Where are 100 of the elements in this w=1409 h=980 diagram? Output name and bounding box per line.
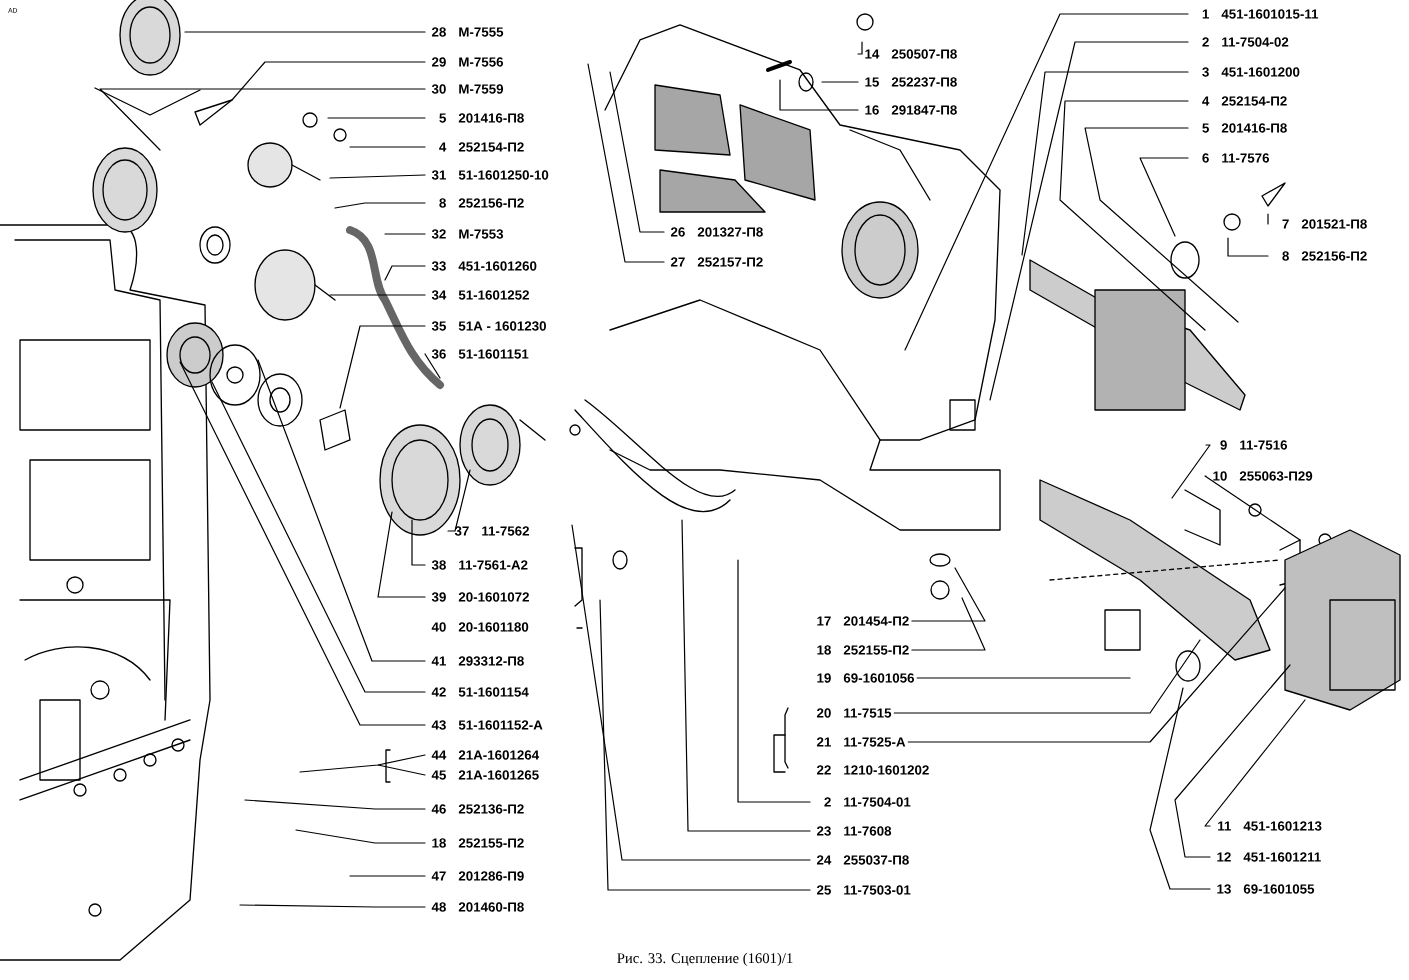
figure-caption: Рис. 33. Сцепление (1601)/1	[617, 952, 793, 967]
callout-label: 48 201460-П8	[431, 902, 524, 912]
leader-line	[916, 677, 1131, 679]
leader-line	[211, 381, 426, 693]
leader-line	[911, 567, 986, 622]
callout-label: 37 11-7562	[454, 526, 529, 536]
callout-label: 32 М-7553	[431, 229, 504, 239]
leader-line	[349, 146, 426, 148]
leader-line	[349, 875, 426, 877]
callout-label: 19 69-1601056	[817, 673, 915, 683]
leader-line	[609, 71, 665, 233]
callout-label: 18 252155-П2	[432, 838, 524, 848]
leader-line	[681, 519, 811, 832]
callout-label: 18 252155-П2	[817, 645, 909, 655]
leader-line	[257, 359, 426, 662]
leader-line	[384, 233, 426, 235]
callout-label: 26 201327-П8	[670, 227, 763, 237]
callout-label: 2 11-7504-02	[1202, 37, 1289, 47]
leader-line	[384, 265, 426, 281]
callout-label: 9 11-7516	[1220, 440, 1288, 450]
leader-line	[1059, 100, 1206, 331]
leader-line	[184, 31, 426, 33]
leader-line	[1021, 71, 1189, 256]
leader-line	[447, 469, 471, 532]
callout-label: 30 М-7559	[431, 84, 504, 94]
callout-label: 38 11-7561-А2	[431, 560, 528, 570]
callout-label: 20 11-7515	[816, 708, 892, 718]
callout-label: 5 201416-П8	[1202, 123, 1287, 133]
callout-label: 47 201286-П9	[431, 871, 524, 881]
callout-label: 1 451-1601015-11	[1202, 9, 1319, 19]
callout-label: 14 250507-П8	[865, 49, 957, 59]
leader-line	[377, 511, 426, 598]
leader-line	[737, 559, 811, 803]
callout-label: 16 291847-П8	[865, 105, 957, 115]
leader-line	[239, 904, 426, 908]
leader-line	[1204, 699, 1306, 827]
leader-line	[411, 519, 426, 566]
leader-line	[1204, 475, 1301, 541]
callout-label: 2 11-7504-01	[824, 797, 911, 807]
leader-line	[244, 799, 426, 810]
callout-label: 22 1210-1601202	[816, 765, 929, 775]
callout-label: 17 201454-П2	[817, 616, 909, 626]
callout-label: 11 451-1601213	[1218, 821, 1322, 831]
callout-label: 43 51-1601152-А	[431, 720, 543, 730]
leader-line	[299, 754, 426, 773]
callout-label: 6 11-7576	[1202, 153, 1270, 163]
leader-line	[377, 764, 426, 776]
callout-label: 5 201416-П8	[439, 113, 524, 123]
leader-line	[779, 79, 859, 111]
leader-line	[893, 639, 1201, 714]
leader-line	[1174, 664, 1291, 858]
callout-label: 36 51-1601151	[431, 349, 529, 359]
callout-label: 3 451-1601200	[1202, 67, 1300, 77]
callout-label: 35 51А - 1601230	[431, 321, 546, 331]
callout-label: 28 М-7555	[431, 27, 504, 37]
leader-line	[857, 41, 863, 55]
callout-label: 7 201521-П8	[1282, 219, 1367, 229]
callout-label: 44 21А-1601264	[431, 750, 540, 760]
callout-label: 21 11-7525-А	[816, 737, 906, 747]
leader-line	[1149, 687, 1211, 890]
callout-label: 13 69-1601055	[1217, 884, 1315, 894]
leader-line	[907, 587, 1286, 743]
callout-label: 42 51-1601154	[431, 687, 529, 697]
leader-line	[295, 829, 426, 844]
leader-line	[911, 597, 986, 651]
leader-line	[821, 81, 859, 83]
leader-line	[904, 13, 1189, 351]
callout-label: 23 11-7608	[816, 826, 892, 836]
leader-line	[334, 202, 426, 209]
leader-line	[339, 325, 426, 409]
leader-line	[99, 88, 426, 151]
callout-label: 40 20-1601180	[431, 622, 529, 632]
callout-label: 25 11-7503-01	[816, 885, 911, 895]
callout-label: 34 51-1601252	[431, 290, 529, 300]
callout-label: 12 451-1601211	[1217, 852, 1321, 862]
callout-label: 10 255063-П29	[1213, 471, 1313, 481]
leader-line	[599, 599, 811, 891]
callout-label: 8 252156-П2	[1282, 251, 1367, 261]
callout-label: 4 252154-П2	[1202, 96, 1287, 106]
callout-label: 4 252154-П2	[439, 142, 524, 152]
leader-line	[231, 61, 426, 101]
leader-line	[1171, 444, 1211, 499]
callout-label: 24 255037-П8	[816, 855, 909, 865]
leader-line	[1227, 237, 1269, 257]
callout-label: 8 252156-П2	[439, 198, 524, 208]
leader-line	[329, 294, 426, 296]
callout-label: 27 252157-П2	[670, 257, 763, 267]
leader-line	[329, 174, 426, 179]
leader-line	[327, 117, 426, 119]
leader-line	[989, 41, 1189, 401]
leader-line	[1267, 213, 1269, 225]
callout-label: 33 451-1601260	[431, 261, 537, 271]
leader-line	[179, 361, 426, 726]
callout-label: 46 252136-П2	[431, 804, 524, 814]
leader-line	[1084, 127, 1239, 323]
callout-label: 15 252237-П8	[865, 77, 957, 87]
callout-label: 45 21А-1601265	[431, 770, 539, 780]
leader-line	[424, 353, 441, 379]
leader-line	[587, 63, 665, 263]
leader-line	[1139, 157, 1189, 237]
